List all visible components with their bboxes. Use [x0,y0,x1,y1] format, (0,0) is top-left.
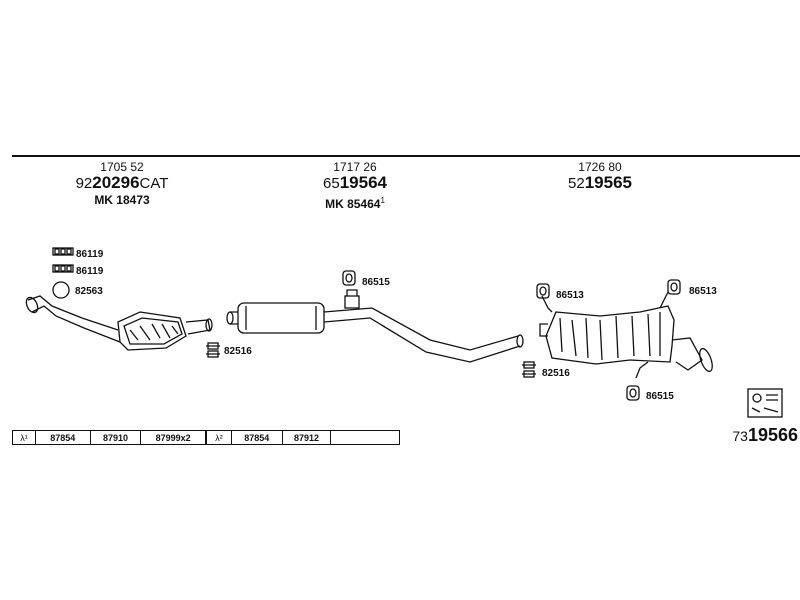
part-number: 5219565 [568,173,632,193]
part-number: 9220296CAT [75,173,169,193]
part-code: 1726 80 [578,160,622,174]
clamp-icon [52,247,74,256]
part-label: 86513 [689,286,717,297]
lambda-sensor-row-1: λ¹ 87854 87910 87999x2 [12,430,206,445]
part-label: 86515 [362,277,390,288]
lambda-part: 87999x2 [155,432,191,443]
mounting-kit: MK 18473 [94,193,150,207]
lambda-empty-cell [331,431,399,444]
rear-silencer-drawing [539,291,713,379]
lambda-symbol: λ² [207,431,232,444]
part-label: 86119 [76,266,104,277]
part-group-middle-silencer: 1717 26 6519564 MK 854641 [290,160,420,212]
part-code: 1705 52 [100,160,144,174]
assembly-kit-icon [747,388,783,418]
lambda-part: 87912 [283,431,332,444]
part-group-catalyst: 1705 52 9220296CAT MK 18473 [62,160,182,208]
rubber-mount-icon [342,270,356,286]
divider-line [12,155,800,157]
lambda-part: 87854 [36,431,91,444]
catalytic-converter-drawing [25,295,213,351]
lambda-part: 87854 [232,431,283,444]
part-label: 86515 [646,391,674,402]
clamp-icon [52,264,74,273]
clamp-icon [206,342,220,358]
rubber-mount-icon [626,385,640,401]
lambda-sensor-row-2: λ² 87854 87912 [206,430,400,445]
part-label: 82563 [75,286,103,297]
part-label: 86513 [556,290,584,301]
part-code: 1717 26 [333,160,377,174]
lambda-symbol: λ¹ [13,431,36,444]
assembly-kit-number: 7319566 [732,425,798,445]
part-label: 86119 [76,249,104,260]
clamp-icon [522,361,536,378]
rubber-mount-icon [667,279,681,295]
part-label: 82516 [542,368,570,379]
lambda-part: 87910 [91,431,142,444]
rubber-mount-icon [536,283,550,299]
middle-silencer-drawing [226,289,524,363]
part-number: 6519564 [323,173,387,193]
mounting-kit: MK 854641 [325,196,385,211]
part-label: 82516 [224,346,252,357]
gasket-ring-icon [52,281,70,299]
part-group-rear-silencer: 1726 80 5219565 [540,160,660,193]
